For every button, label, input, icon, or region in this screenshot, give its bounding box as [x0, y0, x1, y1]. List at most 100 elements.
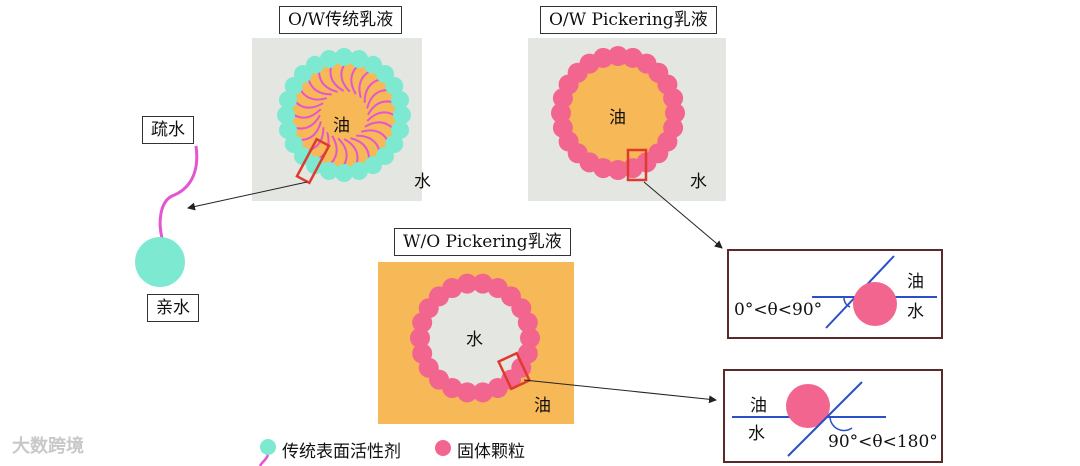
surfactant-tail: [367, 100, 393, 116]
surfactant-tail: [295, 114, 321, 130]
legend-particle-label: 固体颗粒: [457, 442, 525, 462]
solid-particle: [608, 46, 628, 66]
highlight-box: [295, 137, 331, 185]
solid-particle: [608, 160, 628, 180]
solid-particle: [472, 382, 493, 403]
oil-label: 油: [750, 396, 767, 416]
surfactant-tail: [337, 137, 348, 166]
water-label: 水: [466, 330, 483, 350]
ow-pickering-title: O/W Pickering乳液: [540, 6, 717, 34]
water-label: 水: [907, 302, 924, 322]
surfactant-tail: [307, 79, 332, 96]
surfactant-tail: [299, 89, 328, 101]
surfactant-head: [320, 162, 338, 180]
solid-particle: [520, 328, 540, 348]
arrow: [187, 181, 308, 211]
surfactant-tail: [295, 101, 324, 109]
surfactant-head: [279, 91, 297, 109]
surfactant-tail: [366, 89, 388, 109]
surfactant-tail: [300, 121, 322, 141]
legend-surfactant-tail: [258, 454, 270, 466]
surfactant-tail: [293, 108, 322, 119]
ow-traditional-title: O/W传统乳液: [279, 6, 403, 34]
surfactant-tail: [360, 129, 389, 141]
solid-particle: [457, 273, 478, 294]
solid-particle: [551, 103, 571, 123]
contact-angle-label: 90°<θ<180°: [828, 432, 938, 452]
surfactant-head: [335, 48, 353, 66]
oil-label: 油: [534, 396, 551, 416]
angle-arc: [829, 416, 853, 432]
highlight-box: [626, 148, 648, 182]
surfactant-tails: [293, 64, 395, 166]
hydrophilic-head: [135, 237, 185, 287]
angle-arc: [843, 296, 851, 308]
contact-angle-label: 0°<θ<90°: [734, 300, 823, 320]
solid-particle: [663, 88, 684, 109]
watermark: 大数跨境: [12, 436, 84, 457]
surfactant-tail: [318, 71, 338, 93]
solid-particle: [487, 378, 508, 398]
legend-surfactant-icon: [260, 439, 276, 455]
surfactant-head: [393, 106, 411, 124]
water-label: 水: [690, 172, 707, 192]
surfactant-tail: [343, 138, 359, 164]
surfactant-tail: [364, 121, 393, 129]
surfactant-head: [277, 106, 295, 124]
arrow: [523, 379, 717, 404]
water-label: 水: [414, 172, 431, 192]
surfactant-tail: [366, 111, 395, 122]
surfactant-head: [350, 162, 368, 180]
surfactant-head: [350, 50, 368, 68]
surfactant-tail: [340, 64, 351, 93]
highlight-box: [496, 351, 532, 391]
surfactant-head: [279, 121, 297, 139]
surfactant-head: [391, 91, 409, 109]
surfactant-head: [335, 164, 353, 182]
arrow: [643, 181, 723, 249]
oil-droplet: [289, 60, 399, 170]
contact-angle-box-top: [727, 249, 943, 339]
particle: [853, 282, 897, 326]
surfactant-tail: [329, 66, 345, 92]
hydrophobic-tail: [158, 145, 199, 239]
legend-surfactant-label: 传统表面活性剂: [282, 442, 401, 462]
legend-particle-icon: [435, 440, 451, 456]
wo-pickering-title: W/O Pickering乳液: [394, 228, 571, 256]
solid-particles: [410, 273, 540, 403]
oil-droplet: [565, 60, 671, 166]
surfactant-tail: [363, 78, 380, 103]
surfactant-tail: [358, 70, 370, 99]
surfactant-heads: [277, 48, 411, 182]
hydrophobic-label: 疏水: [142, 116, 194, 144]
surfactant-tail: [350, 137, 370, 159]
solid-particle: [412, 343, 433, 364]
solid-particles: [551, 46, 685, 180]
particle: [786, 384, 830, 428]
surfactant-head: [391, 121, 409, 139]
solid-particle: [457, 382, 478, 403]
wo-pickering-droplet: [410, 273, 540, 403]
solid-particle: [665, 103, 685, 123]
solid-particle: [472, 273, 493, 294]
surfactant-head: [306, 55, 324, 74]
surfactant-tail: [350, 66, 358, 95]
surfactant-tail: [356, 134, 381, 151]
surfactant-head: [385, 77, 404, 95]
solid-particle: [442, 278, 463, 298]
ow-traditional-droplet: [277, 48, 411, 182]
oil-label: 油: [907, 272, 924, 292]
surfactant-tail: [330, 135, 338, 164]
water-label: 水: [748, 424, 765, 444]
oil-label: 油: [333, 116, 350, 136]
surfactant-head: [320, 50, 338, 68]
solid-particle: [410, 328, 430, 348]
surfactant-head: [284, 135, 303, 153]
ow-pickering-droplet: [551, 46, 685, 180]
solid-particle: [552, 117, 573, 138]
surfactant-head: [364, 156, 382, 175]
solid-particle: [517, 312, 538, 333]
hydrophilic-label: 亲水: [147, 294, 199, 322]
oil-label: 油: [609, 108, 626, 128]
